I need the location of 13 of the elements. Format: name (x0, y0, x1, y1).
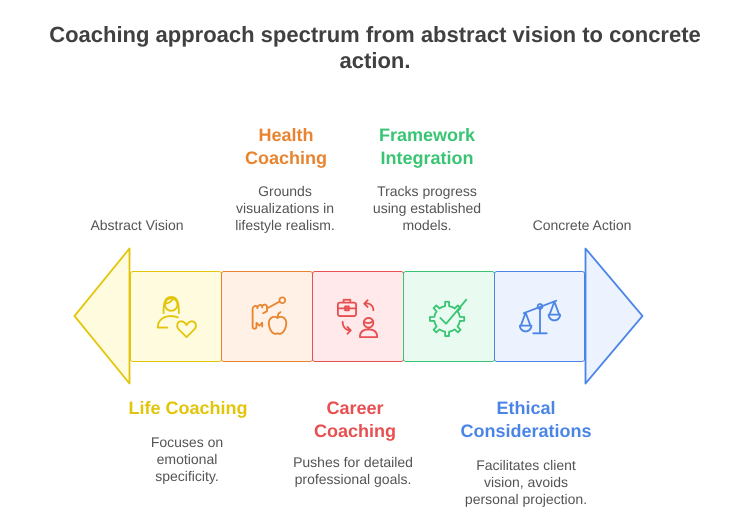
stage-heading: Health Coaching (244, 124, 328, 170)
stage-description: Pushes for detailed professional goals. (292, 454, 414, 488)
stage-heading: Framework Integration (378, 124, 476, 170)
diagram-title: Coaching approach spectrum from abstract vision to concrete action. (48, 22, 702, 74)
end-label: Concrete Action (532, 216, 632, 234)
stage-description: Focuses on emotional specificity. (150, 434, 224, 484)
stage-description: Tracks progress using established models. (372, 182, 482, 234)
stage-heading: Ethical Considerations (459, 396, 593, 442)
stage-description: Grounds visualizations in lifestyle realism. (234, 182, 336, 234)
stage-heading: Life Coaching (127, 396, 248, 420)
stage-description: Facilitates client vision, avoids personal projection. (464, 456, 588, 508)
end-label: Abstract Vision (89, 216, 185, 234)
stage-heading: Career Coaching (312, 396, 397, 442)
